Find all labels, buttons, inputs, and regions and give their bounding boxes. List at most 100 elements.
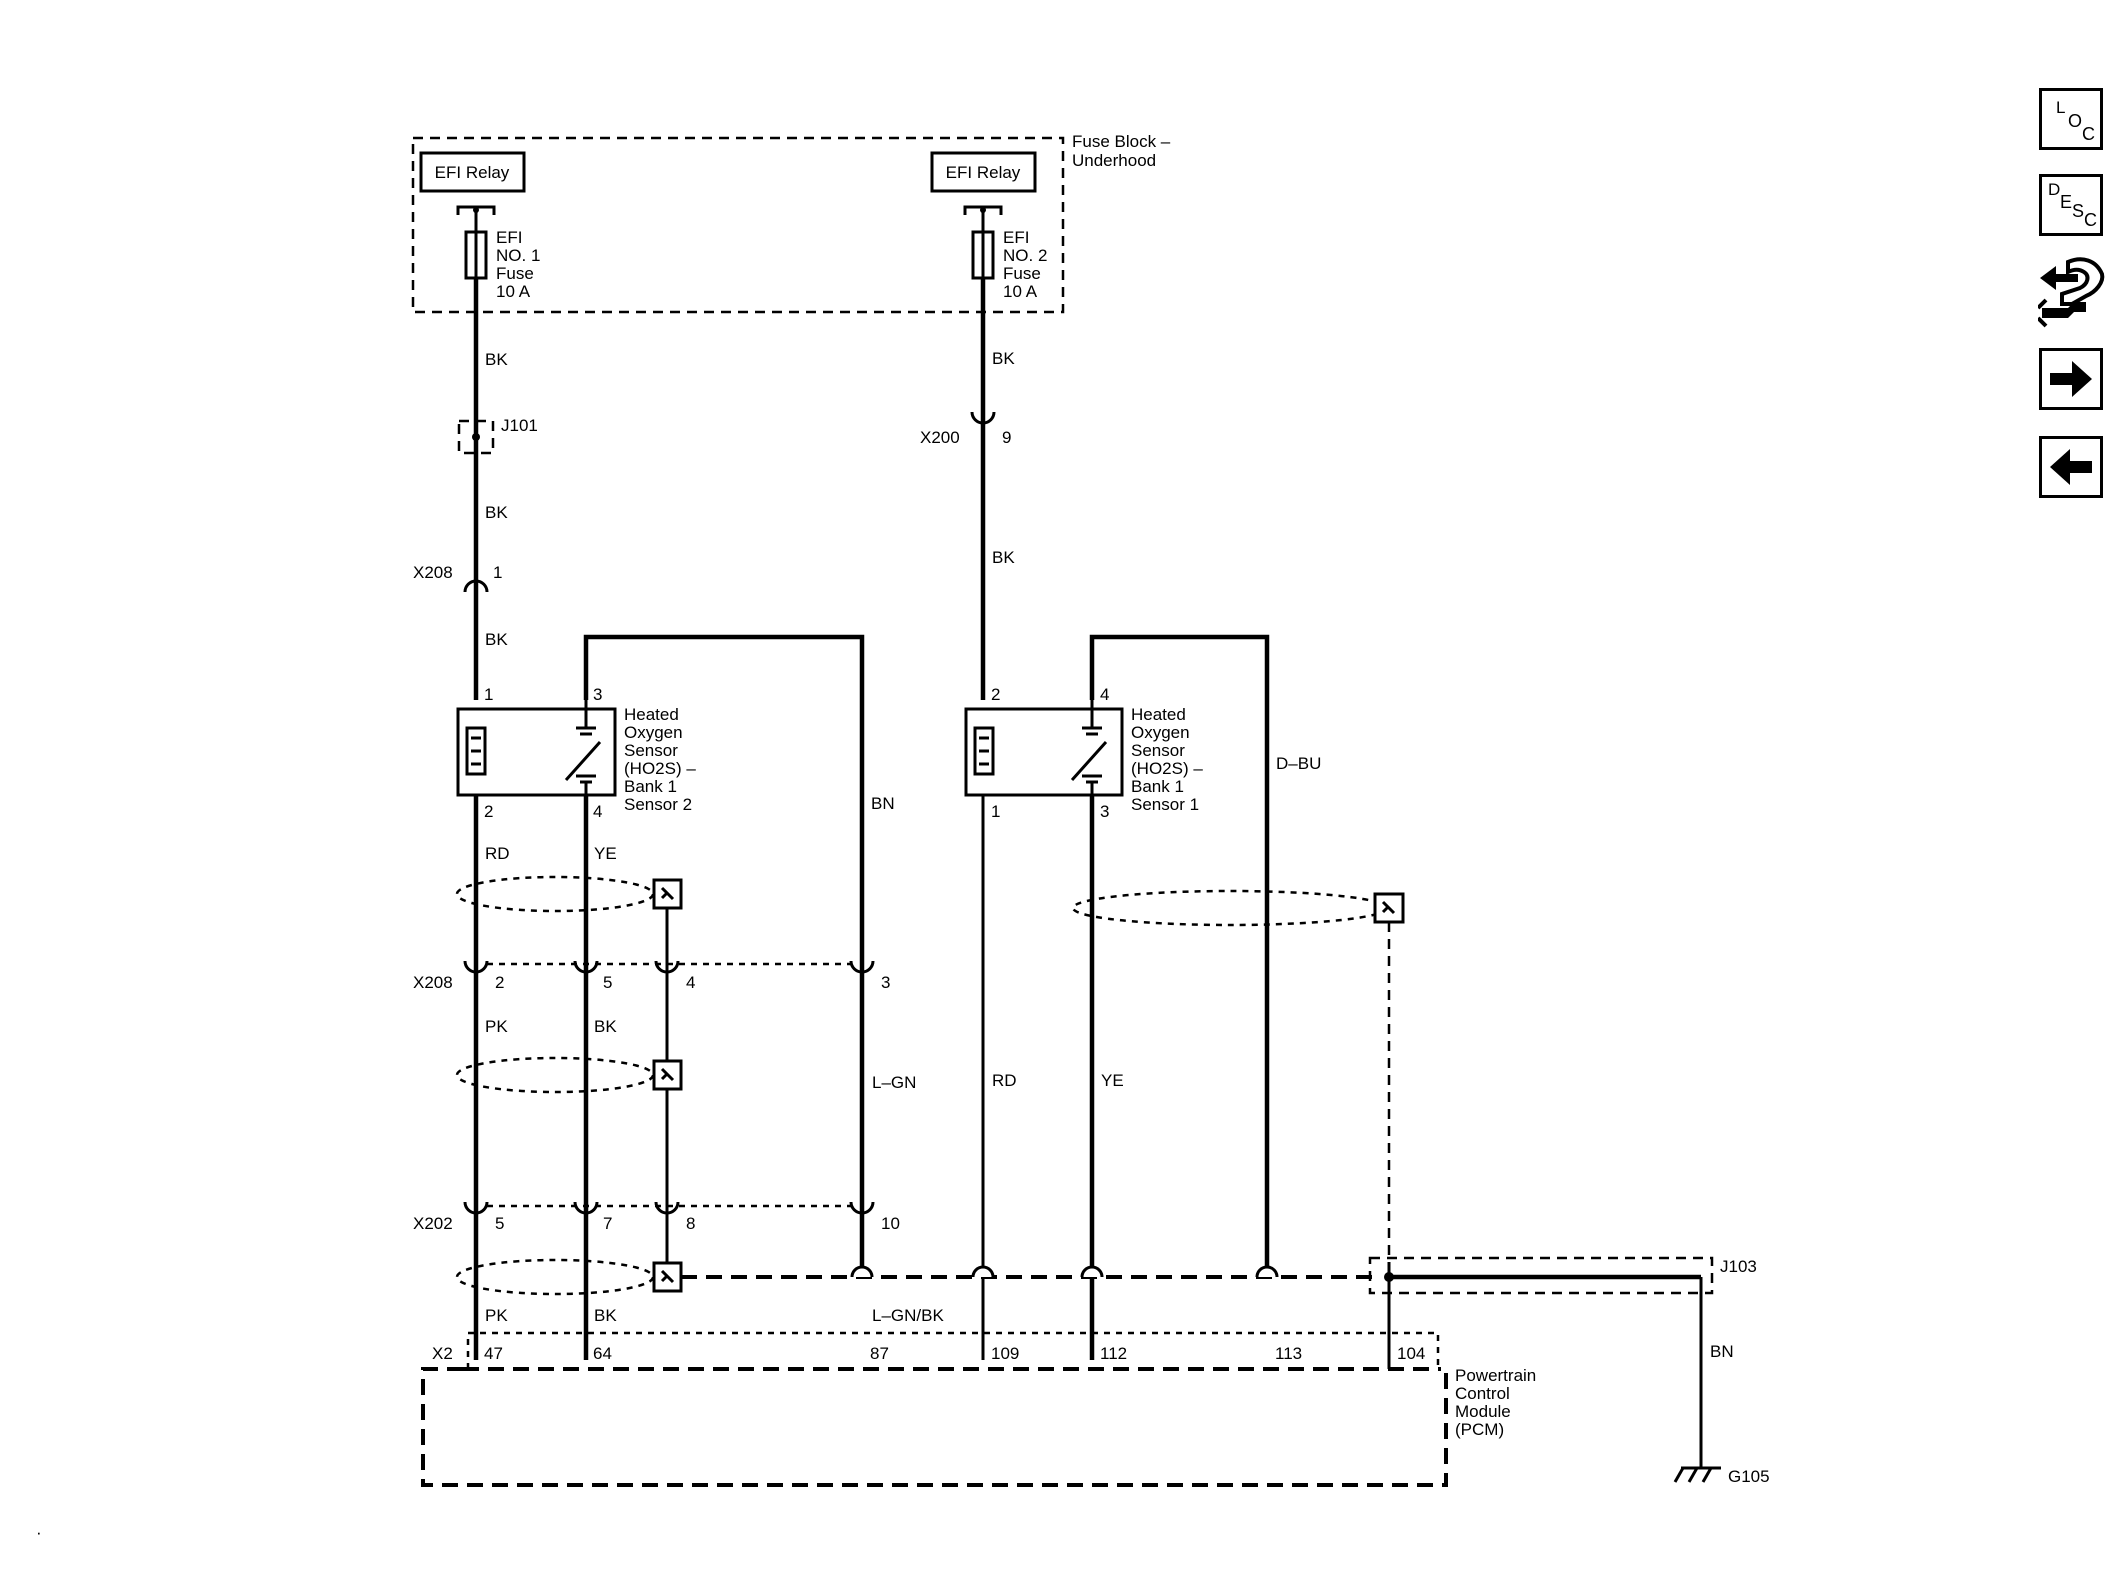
x202-pin-10: 10: [881, 1214, 900, 1233]
loc-letter-l: L: [2056, 98, 2066, 117]
x2-pin-47: 47: [484, 1344, 503, 1363]
wire-bn-left: [583, 634, 865, 1270]
efi-fuse-2: EFI NO. 2 Fuse 10 A: [963, 205, 1047, 301]
sensor1-pin-3: 3: [1100, 802, 1109, 821]
x208-pin-4: 4: [686, 973, 695, 992]
connector-x200-name: X200: [920, 428, 960, 447]
efi-fuse-2-label-4: 10 A: [1003, 282, 1038, 301]
sensor1-label-1: Heated: [1131, 705, 1186, 724]
fuse-block-label-1: Fuse Block –: [1072, 132, 1171, 151]
sensor1-label-3: Sensor: [1131, 741, 1185, 760]
connector-x2: X2 47 64 87 109 112 113 104: [432, 1262, 1440, 1369]
efi-fuse-1-label-3: Fuse: [496, 264, 534, 283]
ho2s-bank1-sensor2: 1 3 2 4 Heated Oxygen Sensor (HO2S) – Ba…: [456, 685, 696, 821]
loc-letter-o: O: [2068, 111, 2083, 131]
loc-letter-c: C: [2082, 124, 2095, 144]
connector-x2-name: X2: [432, 1344, 453, 1363]
connector-x208-top: X208 1: [413, 563, 502, 593]
next-page-button[interactable]: [2039, 348, 2103, 410]
desc-letter-c: C: [2084, 210, 2097, 230]
x202-pin-8: 8: [686, 1214, 695, 1233]
sensor2-label-4: (HO2S) –: [624, 759, 696, 778]
efi-fuse-2-label-3: Fuse: [1003, 264, 1041, 283]
connector-x208-top-name: X208: [413, 563, 453, 582]
wire-dbu-right: [1089, 634, 1270, 1270]
connector-x200: X200 9: [920, 411, 1011, 447]
sensor2-pin-2: 2: [484, 802, 493, 821]
pcm-module: Powertrain Control Module (PCM): [421, 1366, 1536, 1487]
connector-tool-icon[interactable]: [2036, 252, 2106, 330]
shield-upper-right: [1071, 889, 1389, 927]
loc-button[interactable]: L O C: [2039, 88, 2103, 150]
wire-color-lgnbk: L–GN/BK: [872, 1306, 944, 1325]
x2-pin-112: 112: [1100, 1344, 1127, 1363]
wire-right-feed: BK BK: [980, 278, 1015, 700]
prev-page-button[interactable]: [2039, 436, 2103, 498]
pcm-label-4: (PCM): [1455, 1420, 1504, 1439]
stray-mark: ·: [36, 1523, 42, 1542]
efi-fuse-2-label-1: EFI: [1003, 228, 1029, 247]
wire-color-rd: RD: [992, 1071, 1017, 1090]
sensor2-pin-4: 4: [593, 802, 602, 821]
ground-g105: G105: [1673, 1466, 1770, 1486]
wire-color-pk-1: PK: [485, 1017, 508, 1036]
connector-x208-top-pin: 1: [493, 563, 502, 582]
sensor2-label-1: Heated: [624, 705, 679, 724]
wire-color-bk-1: BK: [594, 1017, 617, 1036]
x202-pin-7: 7: [603, 1214, 612, 1233]
sensor1-pin-1: 1: [991, 802, 1000, 821]
wire-color-s2-pin4: YE: [594, 844, 617, 863]
sensor2-label-3: Sensor: [624, 741, 678, 760]
sensor2-label-5: Bank 1: [624, 777, 677, 796]
wire-color-left-mid: BK: [485, 503, 508, 522]
efi-fuse-1-label-4: 10 A: [496, 282, 531, 301]
fuse-block-outline: [411, 136, 1065, 314]
sensor2-pin-1: 1: [484, 685, 493, 704]
wire-color-left-lower: BK: [485, 630, 508, 649]
desc-button[interactable]: D E S C: [2039, 174, 2103, 236]
splice-j103-label: J103: [1720, 1257, 1757, 1276]
wire-color-right-top: BK: [992, 349, 1015, 368]
x208-pin-2: 2: [495, 973, 504, 992]
connector-x200-pin: 9: [1002, 428, 1011, 447]
efi-relay-1: EFI Relay: [419, 151, 526, 193]
desc-letter-s: S: [2072, 201, 2085, 221]
connector-x202: X202 5 7 8 10: [413, 1201, 900, 1233]
splice-j101: J101: [457, 416, 538, 455]
connector-x208-mid: X208 2 5 4 3: [413, 960, 890, 992]
wire-color-ye: YE: [1101, 1071, 1124, 1090]
shield-upper-left: [455, 875, 655, 913]
shield-lower-left: [455, 1258, 655, 1296]
pcm-label-2: Control: [1455, 1384, 1510, 1403]
shield-middle-left: [455, 1056, 655, 1094]
wire-left-feed: BK BK BK: [473, 278, 508, 700]
desc-letter-e: E: [2060, 192, 2073, 212]
wire-color-right-mid: BK: [992, 548, 1015, 567]
x208-pin-5: 5: [603, 973, 612, 992]
x202-pin-5: 5: [495, 1214, 504, 1233]
sensor1-label-6: Sensor 1: [1131, 795, 1199, 814]
wire-color-bn-left: BN: [871, 794, 895, 813]
efi-fuse-1-label-2: NO. 1: [496, 246, 540, 265]
wire-color-dbu-right: D–BU: [1276, 754, 1321, 773]
wire-color-lgn: L–GN: [872, 1073, 916, 1092]
x2-pin-104: 104: [1397, 1344, 1425, 1363]
x2-pin-64: 64: [593, 1344, 612, 1363]
sensor2-label-6: Sensor 2: [624, 795, 692, 814]
efi-relay-1-label: EFI Relay: [435, 163, 510, 182]
pcm-label-3: Module: [1455, 1402, 1511, 1421]
pcm-label-1: Powertrain: [1455, 1366, 1536, 1385]
sensor1-label-2: Oxygen: [1131, 723, 1190, 742]
wire-color-pk-2: PK: [485, 1306, 508, 1325]
splice-j101-label: J101: [501, 416, 538, 435]
efi-relay-2-label: EFI Relay: [946, 163, 1021, 182]
efi-relay-2: EFI Relay: [930, 151, 1037, 193]
splice-j103: J103: [1368, 1256, 1757, 1295]
efi-fuse-2-label-2: NO. 2: [1003, 246, 1047, 265]
sensor1-pin-2: 2: [991, 685, 1000, 704]
ho2s-bank1-sensor1: 2 4 1 3 Heated Oxygen Sensor (HO2S) – Ba…: [964, 685, 1203, 821]
efi-fuse-1-label-1: EFI: [496, 228, 522, 247]
connector-x208-mid-name: X208: [413, 973, 453, 992]
wire-color-bn-ground: BN: [1710, 1342, 1734, 1361]
